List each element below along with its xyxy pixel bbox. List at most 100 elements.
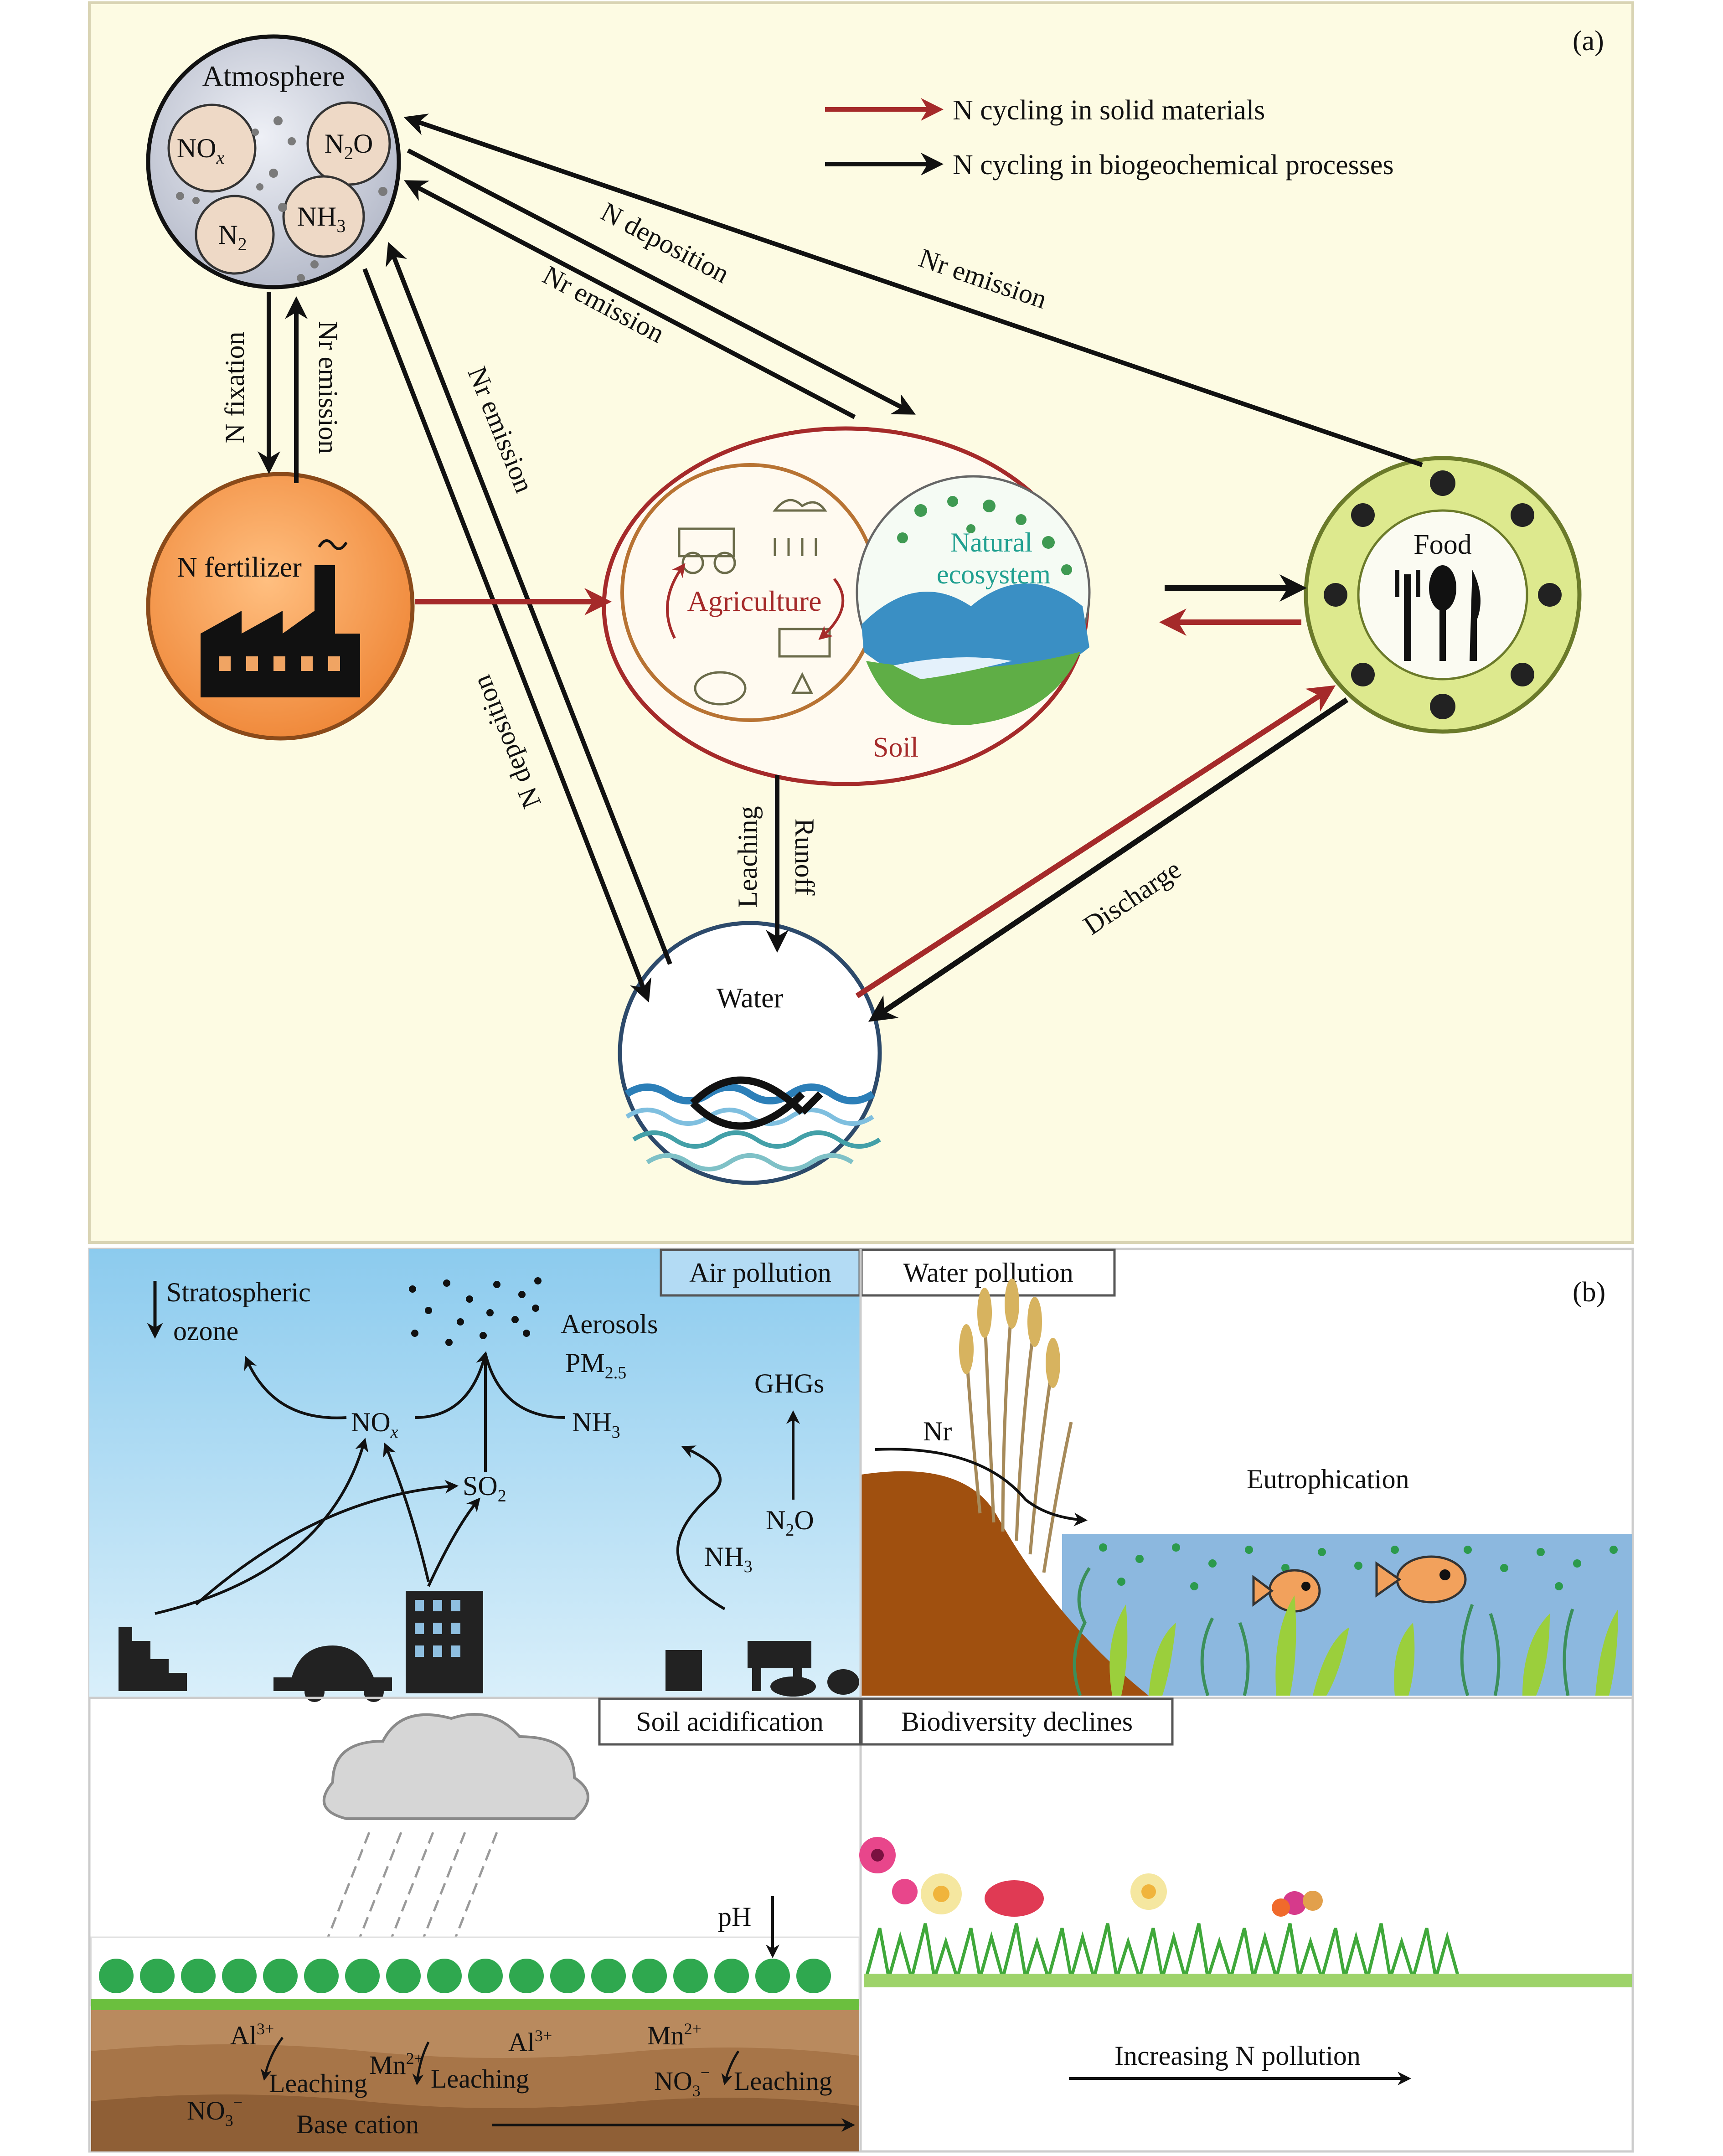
soil-acidification-title: Soil acidification [636, 1707, 824, 1737]
nox-b-sub: x [390, 1423, 398, 1442]
cloud-icon [322, 1713, 589, 1820]
ph-label: pH [718, 1902, 751, 1932]
increasing-n-label: Increasing N pollution [1114, 2041, 1361, 2071]
no3-2-sup: − [701, 2063, 710, 2082]
no3-2-sub: 3 [692, 2082, 701, 2100]
n-fixation-label: N fixation [220, 332, 250, 444]
aerosol-dots [409, 1277, 542, 1346]
nox-bubble [167, 103, 257, 193]
biodiversity-quadrant: Biodiversity declines Increasing N pollu… [859, 1697, 1632, 2085]
so2-sub: 2 [498, 1486, 506, 1506]
n2-bubble [195, 195, 275, 275]
svg-text:NO3−: NO3− [654, 2063, 710, 2100]
water-label: Water [717, 983, 784, 1014]
algae-dots [1099, 1543, 1618, 1590]
pm-sub: 2.5 [605, 1363, 627, 1382]
reed-grass [965, 1303, 1073, 1573]
no3-2-text: NO [654, 2066, 692, 2096]
agriculture-label: Agriculture [687, 585, 822, 617]
svg-text:Mn2+: Mn2+ [369, 2049, 423, 2080]
plant-and-bird-icons [897, 496, 1072, 575]
water-to-food-arrow [855, 685, 1336, 999]
leaching-label: Leaching [733, 806, 763, 908]
nh3-text: NH [297, 201, 337, 232]
biodiversity-title-box [860, 1697, 1174, 1746]
biodiversity-title: Biodiversity declines [901, 1707, 1133, 1737]
n2o-b-sub: 2 [785, 1521, 794, 1540]
discharge-arrow [868, 697, 1349, 1022]
runoff-label: Runoff [789, 819, 820, 896]
panel-a-label: (a) [1573, 26, 1604, 57]
n2-text: N [218, 220, 237, 250]
leaching-arrows [260, 2037, 740, 2085]
svg-text:N2: N2 [218, 220, 247, 254]
reed-heads [959, 1279, 1060, 1388]
nh3-b-text: NH [572, 1407, 612, 1437]
n2o-text-a: N [325, 129, 344, 159]
legend-black-label: N cycling in biogeochemical processes [953, 150, 1394, 181]
panel-b: Air pollution Stratospheric ozone Aeroso… [88, 1248, 1634, 2153]
air-pollution-quadrant: Air pollution Stratospheric ozone Aeroso… [89, 1248, 861, 1702]
air-pollution-title-box [660, 1248, 861, 1297]
nox-sub: x [216, 147, 224, 168]
air-arrows [155, 1351, 800, 1615]
factory-silhouette [119, 1627, 187, 1691]
legend: N cycling in solid materials N cycling i… [825, 95, 1394, 181]
water-node: Water [618, 921, 882, 1185]
leaching3-label: Leaching [734, 2066, 832, 2096]
svg-text:N2O: N2O [766, 1505, 814, 1540]
svg-text:PM2.5: PM2.5 [565, 1348, 626, 1382]
al1-text: Al [230, 2021, 257, 2050]
emission-source-icons [119, 1591, 859, 1702]
n2o-text-b: O [353, 129, 373, 159]
al2-sup: 3+ [535, 2027, 552, 2045]
factory-icon [201, 565, 360, 697]
nr-emission-food-arrow [403, 113, 1423, 467]
al1-sup: 3+ [257, 2020, 274, 2038]
food-label: Food [1413, 529, 1471, 560]
nr-label: Nr [923, 1416, 952, 1446]
food-ring-icons [1324, 470, 1562, 719]
pm-text: PM [565, 1348, 605, 1378]
food-node: Food [1304, 456, 1582, 734]
nr-emission-soil-arrow [404, 180, 856, 419]
mn1-text: Mn [369, 2050, 406, 2080]
no3-1-sub: 3 [225, 2111, 233, 2130]
nh3-b-sub: 3 [612, 1423, 620, 1442]
tree-row [91, 1999, 859, 2010]
svg-text:Mn2+: Mn2+ [647, 2020, 702, 2050]
leaching2-label: Leaching [431, 2064, 529, 2094]
mn2-sup: 2+ [684, 2020, 702, 2038]
soil-node: Agriculture Natural ecosystem [602, 426, 1091, 786]
nh3-low-sub: 3 [744, 1557, 753, 1576]
nh3-bubble [282, 175, 365, 258]
atmosphere-label: Atmosphere [202, 60, 345, 92]
soil-acidification-title-box [598, 1697, 862, 1746]
fertilizer-label: N fertilizer [177, 552, 302, 583]
car-icon [273, 1645, 392, 1691]
soil-acidification-quadrant: Soil acidification pH [90, 1697, 862, 2151]
nh3-sub: 3 [336, 216, 346, 236]
svg-text:Al3+: Al3+ [508, 2027, 552, 2057]
svg-text:Al3+: Al3+ [230, 2020, 274, 2050]
nr-emission-fert-label: Nr emission [313, 321, 343, 454]
so2-text: SO [463, 1471, 498, 1501]
fertilizer-node: N fertilizer [146, 472, 415, 741]
nox-b-text: NO [351, 1407, 391, 1437]
n-deposition-soil-arrow [407, 148, 916, 415]
ghgs-label: GHGs [754, 1368, 824, 1398]
aquatic-weeds [1109, 1595, 1618, 1696]
cutlery-icon [1395, 565, 1481, 661]
stratospheric-label: Stratospheric [166, 1277, 311, 1307]
nh3-low-text: NH [704, 1542, 744, 1572]
atmosphere-node: Atmosphere NOx N2O N2 NH3 [146, 34, 401, 289]
no3-1-sup: − [233, 2093, 242, 2111]
legend-red-label: N cycling in solid materials [953, 95, 1265, 126]
eutrophication-label: Eutrophication [1247, 1464, 1409, 1494]
ozone-label: ozone [173, 1316, 238, 1346]
nr-emission-water-arrow [386, 242, 672, 965]
aerosols-label: Aerosols [561, 1309, 658, 1339]
air-pollution-title: Air pollution [689, 1258, 831, 1288]
soil-label: Soil [873, 732, 918, 763]
